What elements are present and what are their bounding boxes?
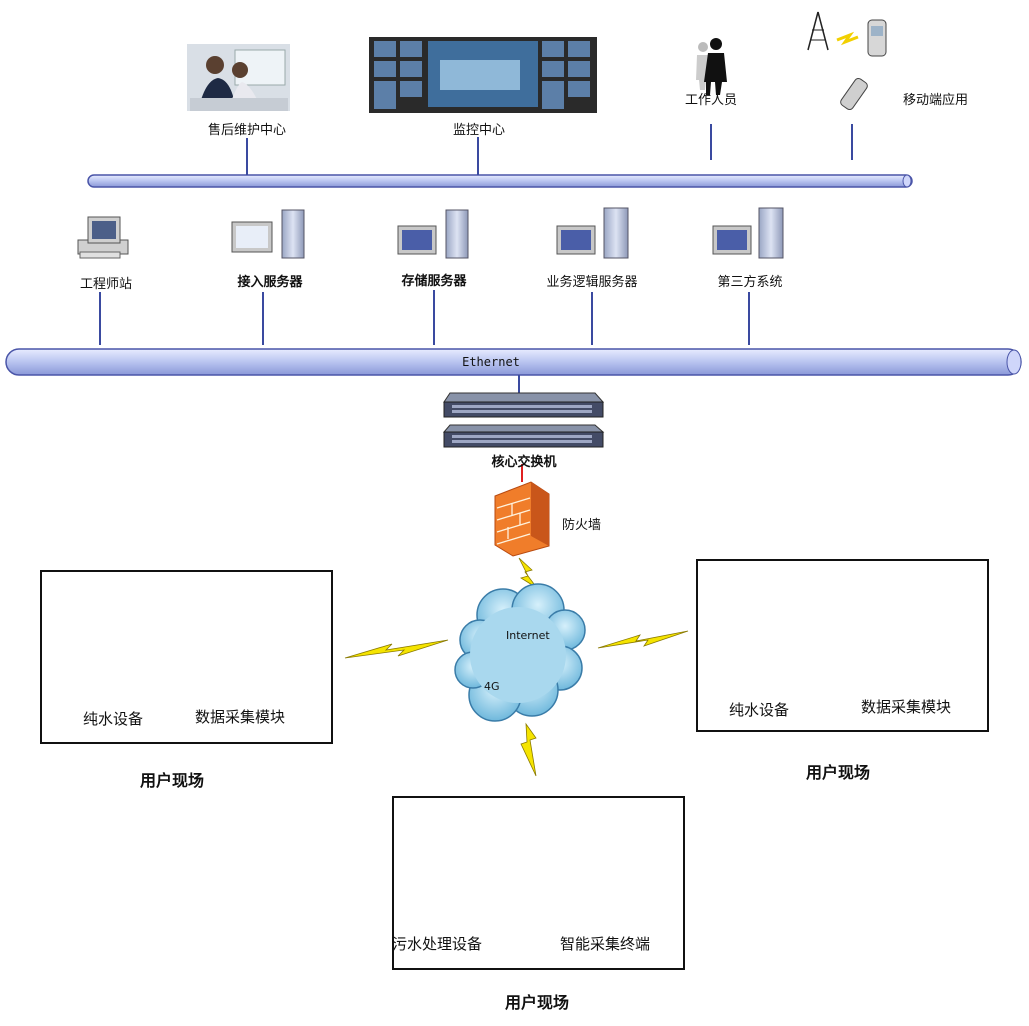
- upper-network-bus: [87, 174, 913, 188]
- ethernet-bus: [5, 348, 1022, 376]
- lightning-icon: [520, 722, 537, 777]
- firewall-label: 防火墙: [562, 518, 602, 533]
- lightning-icon: [597, 630, 689, 649]
- after-sales-center-label: 售后维护中心: [207, 123, 287, 138]
- wireless-links: [344, 557, 689, 777]
- third-party-system-icon: [712, 207, 784, 259]
- left-site-device2-label: 数据采集模块: [194, 708, 286, 726]
- bottom-site-device2-label: 智能采集终端: [559, 935, 651, 953]
- right-site-device1-label: 纯水设备: [728, 701, 790, 719]
- engineer-workstation-icon: [77, 216, 129, 259]
- right-site-device2-label: 数据采集模块: [860, 698, 952, 716]
- mobile-app-icon: [807, 11, 887, 111]
- ethernet-label: Ethernet: [462, 355, 520, 369]
- core-switch-icon: [442, 375, 605, 448]
- right-site-title: 用户现场: [805, 763, 871, 782]
- bottom-site-device1-label: 污水处理设备: [391, 935, 483, 953]
- upper-connectors: [246, 124, 853, 175]
- left-site-device1-label: 纯水设备: [82, 710, 144, 728]
- bottom-site-title: 用户现场: [504, 993, 570, 1012]
- third-party-system-label: 第三方系统: [717, 275, 783, 290]
- after-sales-center-photo: [187, 44, 290, 111]
- firewall-icon: [494, 481, 550, 557]
- monitoring-center-label: 监控中心: [452, 123, 506, 138]
- access-server-icon: [231, 209, 305, 259]
- right-user-site-box: [696, 559, 989, 732]
- left-site-title: 用户现场: [139, 771, 205, 790]
- internet-cloud-icon: [454, 583, 586, 722]
- mobile-app-label: 移动端应用: [903, 93, 969, 108]
- bottom-user-site-box: [392, 796, 685, 970]
- left-user-site-box: [40, 570, 333, 744]
- core-switch-label: 核心交换机: [491, 455, 557, 470]
- engineer-station-label: 工程师站: [79, 277, 133, 292]
- business-logic-server-label: 业务逻辑服务器: [546, 275, 638, 290]
- lightning-icon: [344, 639, 449, 659]
- staff-icon: [696, 38, 727, 95]
- 4g-label: 4G: [484, 680, 500, 693]
- storage-server-label: 存储服务器: [401, 274, 467, 289]
- storage-server-icon: [397, 209, 469, 259]
- lightning-icon: [518, 557, 538, 589]
- business-logic-server-icon: [556, 207, 629, 259]
- server-connectors: [99, 290, 750, 345]
- staff-label: 工作人员: [684, 93, 738, 108]
- monitoring-center-video-wall: [369, 37, 597, 113]
- internet-label: Internet: [506, 629, 550, 642]
- access-server-label: 接入服务器: [237, 275, 303, 290]
